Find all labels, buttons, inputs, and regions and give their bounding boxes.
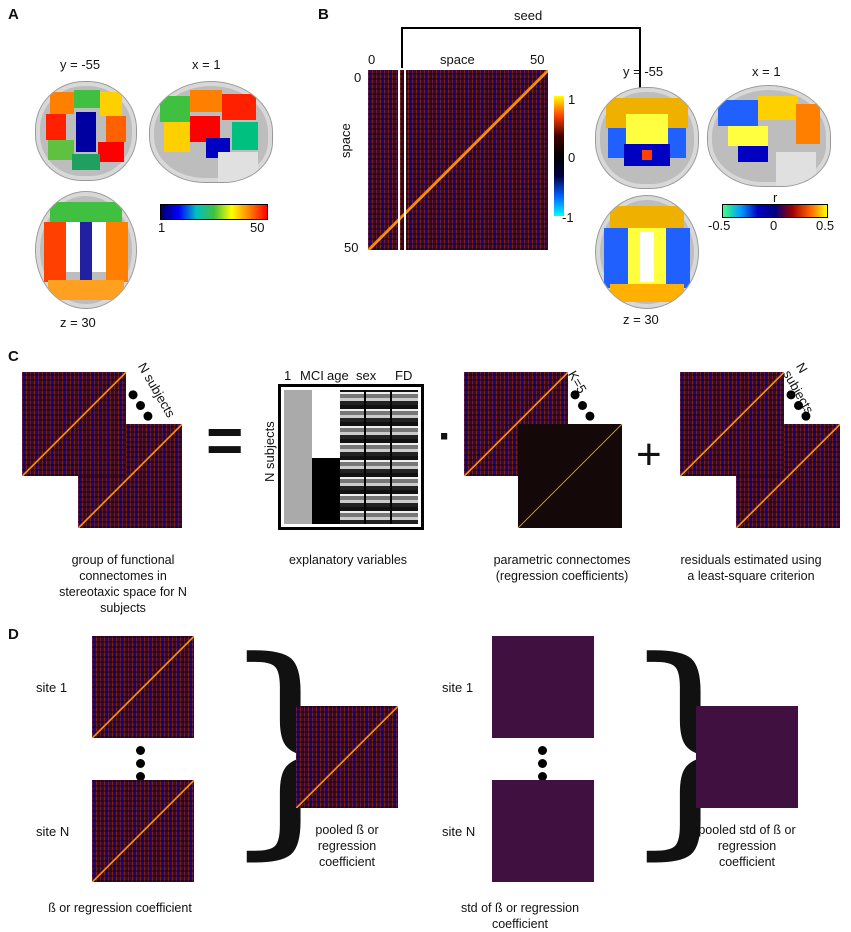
design-matrix [278, 384, 424, 530]
matrix-axis-title-y: space [338, 123, 353, 158]
caption-explanatory: explanatory variables [288, 553, 408, 567]
design-ylabel: N subjects [262, 421, 277, 482]
caption-std-beta: std of ß or regression coefficient [460, 901, 580, 931]
parametric-matrix-back [518, 424, 622, 528]
matrix-tick-end-y: 50 [344, 240, 359, 255]
caption-beta: ß or regression coefficient [48, 901, 192, 915]
caption-residuals: residuals estimated using a least-square… [680, 553, 822, 583]
site-n-label-right: site N [442, 824, 476, 839]
seed-column-highlight [398, 70, 406, 250]
residual-matrix-main [680, 372, 784, 476]
brain-sagittal-b [708, 86, 830, 186]
seed-map [718, 96, 820, 186]
view-label-z-b: z = 30 [623, 312, 659, 327]
design-col-fd: FD [395, 368, 413, 383]
seed-map [606, 98, 688, 166]
design-col-1: 1 [284, 368, 292, 383]
plus-sign: + [636, 430, 662, 479]
view-label-x: x = 1 [192, 57, 221, 72]
matrix-tick-start-y: 0 [354, 70, 362, 85]
design-col-age: age [327, 368, 349, 383]
parcellation-map [160, 90, 258, 182]
caption-pooled-std: pooled std of ß or regression coefficien… [698, 823, 796, 869]
connectome-matrix-main [22, 372, 126, 476]
site-1-matrix-left [92, 636, 194, 738]
site-n-label-left: site N [36, 824, 70, 839]
colorbar-r-min: -0.5 [708, 218, 731, 233]
colorbar-a-min: 1 [158, 220, 166, 235]
matrix-tick-end: 50 [530, 52, 545, 67]
colorbar-r-mid: 0 [770, 218, 778, 233]
colorbar-b-min: -1 [562, 210, 574, 225]
design-col-mci: MCI [300, 368, 324, 383]
pooled-beta-matrix [296, 706, 398, 808]
colorbar-a [160, 204, 268, 220]
matrix-axis-title-x: space [440, 52, 475, 67]
view-label-y-b: y = -55 [623, 64, 664, 79]
site-1-label-left: site 1 [36, 680, 68, 695]
caption-parametric: parametric connectomes (regression coeff… [493, 553, 631, 583]
colorbar-b-mid: 0 [568, 150, 576, 165]
colorbar-r [722, 204, 828, 218]
panel-c-label: C [8, 348, 19, 365]
view-label-z: z = 30 [60, 315, 96, 330]
site-1-label-right: site 1 [442, 680, 474, 695]
multiply-dot: · [438, 412, 453, 461]
brain-coronal-a [36, 82, 136, 180]
ellipsis-icon [136, 742, 145, 785]
colorbar-b [554, 96, 564, 216]
colorbar-r-max: 0.5 [816, 218, 835, 233]
r-colorbar-title: r [773, 190, 778, 205]
view-label-x-b: x = 1 [752, 64, 781, 79]
caption-pooled-beta: pooled ß or regression coefficient [315, 823, 379, 869]
caption-group-connectomes: group of functional connectomes in stere… [59, 553, 187, 615]
connectome-matrix-back [78, 424, 182, 528]
panel-a-label: A [8, 6, 19, 23]
equals-sign: = [206, 404, 244, 476]
view-label-y: y = -55 [60, 57, 101, 72]
colorbar-b-max: 1 [568, 92, 576, 107]
parcellation-map [44, 202, 128, 300]
panel-b-label: B [318, 6, 329, 23]
site-n-matrix-right [492, 780, 594, 882]
design-col-sex: sex [356, 368, 377, 383]
parcellation-map [46, 90, 126, 170]
connectivity-matrix-b [368, 70, 548, 250]
brain-axial-a [36, 192, 136, 308]
seed-map [604, 206, 690, 302]
colorbar-a-max: 50 [250, 220, 265, 235]
panel-d-label: D [8, 626, 19, 643]
brain-coronal-b [596, 88, 698, 188]
site-1-matrix-right [492, 636, 594, 738]
brain-sagittal-a [150, 82, 272, 182]
site-n-matrix-left [92, 780, 194, 882]
brain-axial-b [596, 196, 698, 308]
matrix-tick-start: 0 [368, 52, 376, 67]
ellipsis-icon [538, 742, 547, 785]
seed-label: seed [514, 8, 543, 23]
pooled-std-matrix [696, 706, 798, 808]
